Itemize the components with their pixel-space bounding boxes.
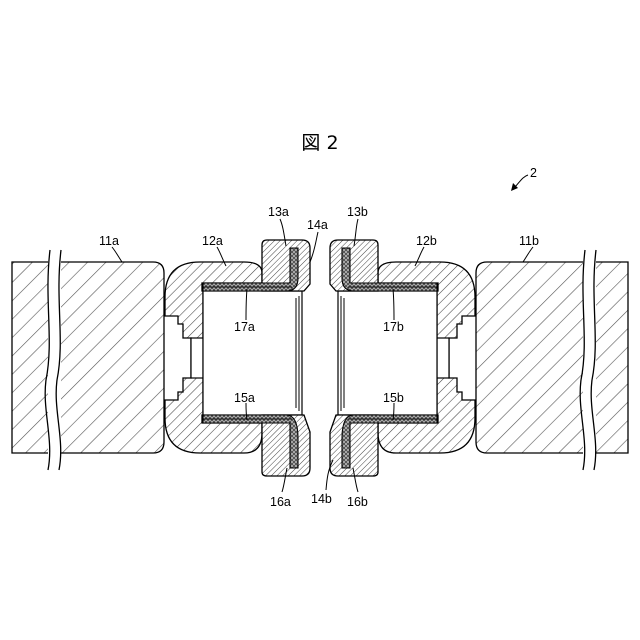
label-14a: 14a xyxy=(307,218,328,232)
label-16b: 16b xyxy=(347,495,368,509)
label-11b: 11b xyxy=(519,234,539,248)
label-12a: 12a xyxy=(202,234,223,248)
label-16a: 16a xyxy=(270,495,291,509)
label-17b: 17b xyxy=(383,320,404,334)
bottom-cap-16b xyxy=(330,415,378,476)
block-11b xyxy=(476,250,628,472)
label-14b: 14b xyxy=(311,492,332,506)
label-17a: 17a xyxy=(234,320,255,334)
figure-title: 図 2 xyxy=(301,132,338,154)
leader-lines xyxy=(112,219,533,492)
label-15a: 15a xyxy=(234,391,255,405)
label-13a: 13a xyxy=(268,205,289,219)
block-11a xyxy=(12,250,164,472)
reference-arrow-icon xyxy=(511,175,528,191)
label-15b: 15b xyxy=(383,391,404,405)
label-13b: 13b xyxy=(347,205,368,219)
bottom-cap-16a xyxy=(262,415,310,476)
label-11a: 11a xyxy=(99,234,119,248)
label-12b: 12b xyxy=(416,234,437,248)
figure-ref-label: 2 xyxy=(530,166,537,180)
